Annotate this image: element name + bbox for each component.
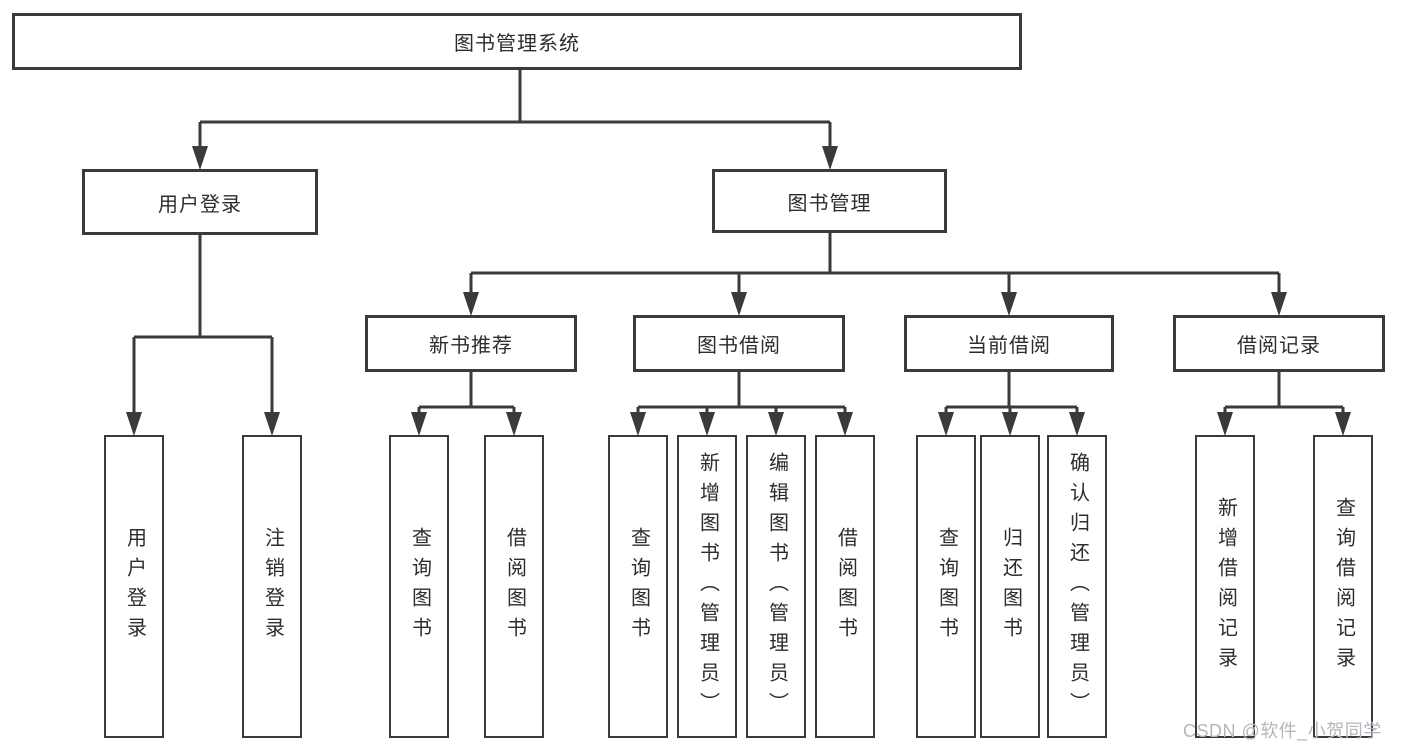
arrow-down-icon — [630, 412, 853, 436]
arrow-down-icon — [126, 412, 280, 436]
connector-borrow-records-to-leaves — [1217, 372, 1351, 436]
leaf-confirm-return-admin: 确认归还（管理员） — [1047, 435, 1107, 738]
leaf-edit-book-admin: 编辑图书（管理员） — [746, 435, 806, 738]
leaf-label: 注销登录 — [261, 526, 284, 647]
connector-root-to-level2 — [192, 70, 838, 170]
node-root-library-system: 图书管理系统 — [12, 13, 1022, 70]
leaf-add-book-admin: 新增图书（管理员） — [677, 435, 737, 738]
leaf-label: 借阅图书 — [503, 526, 526, 647]
arrow-down-icon — [192, 146, 838, 170]
leaf-query-borrow-record: 查询借阅记录 — [1313, 435, 1373, 738]
node-new-book-recommend: 新书推荐 — [365, 315, 577, 372]
leaf-label: 借阅图书 — [834, 526, 857, 647]
leaf-label: 查询图书 — [408, 526, 431, 647]
node-book-management: 图书管理 — [712, 169, 947, 233]
leaf-label: 新增借阅记录 — [1214, 496, 1237, 677]
connector-user-login-to-leaves — [126, 235, 280, 436]
leaf-label: 查询图书 — [935, 526, 958, 647]
node-current-borrow: 当前借阅 — [904, 315, 1114, 372]
node-label: 新书推荐 — [429, 335, 513, 357]
node-label: 用户登录 — [158, 193, 242, 216]
leaf-user-login: 用户登录 — [104, 435, 164, 738]
leaf-label: 查询借阅记录 — [1332, 496, 1355, 677]
arrow-down-icon — [1217, 412, 1351, 436]
connector-new-book-recommend-to-leaves — [411, 372, 522, 436]
leaf-recommend-borrow-book: 借阅图书 — [484, 435, 544, 738]
leaf-borrow-book: 借阅图书 — [815, 435, 875, 738]
leaf-return-book: 归还图书 — [980, 435, 1040, 738]
connector-current-borrow-to-leaves — [938, 372, 1085, 436]
node-label: 图书管理系统 — [454, 33, 580, 55]
connector-lines — [417, 372, 516, 416]
csdn-watermark: CSDN @软件_小贺同学 — [1183, 721, 1382, 741]
connector-book-borrow-to-leaves — [630, 372, 853, 436]
node-label: 图书借阅 — [697, 335, 781, 357]
node-label: 当前借阅 — [967, 335, 1051, 357]
node-borrow-records: 借阅记录 — [1173, 315, 1385, 372]
node-book-borrow: 图书借阅 — [633, 315, 845, 372]
leaf-label: 查询图书 — [627, 526, 650, 647]
arrow-down-icon — [938, 412, 1085, 436]
connector-lines — [198, 70, 832, 150]
connector-book-management-to-level3 — [463, 233, 1287, 316]
node-label: 图书管理 — [787, 192, 872, 215]
leaf-current-query-book: 查询图书 — [916, 435, 976, 738]
leaf-borrow-query-book: 查询图书 — [608, 435, 668, 738]
connector-lines — [636, 372, 847, 416]
connector-lines — [1223, 372, 1345, 416]
leaf-label: 归还图书 — [999, 526, 1022, 647]
leaf-recommend-query-book: 查询图书 — [389, 435, 449, 738]
connector-lines — [132, 235, 274, 416]
leaf-label: 新增图书（管理员） — [696, 451, 719, 722]
connector-lines — [469, 233, 1281, 296]
node-label: 借阅记录 — [1237, 335, 1321, 357]
leaf-label: 编辑图书（管理员） — [765, 451, 788, 722]
arrow-down-icon — [411, 412, 522, 436]
leaf-label: 用户登录 — [123, 526, 146, 647]
arrow-down-icon — [463, 292, 1287, 316]
leaf-add-borrow-record: 新增借阅记录 — [1195, 435, 1255, 738]
leaf-label: 确认归还（管理员） — [1066, 451, 1089, 722]
connector-lines — [944, 372, 1079, 416]
leaf-logout: 注销登录 — [242, 435, 302, 738]
node-user-login: 用户登录 — [82, 169, 318, 235]
